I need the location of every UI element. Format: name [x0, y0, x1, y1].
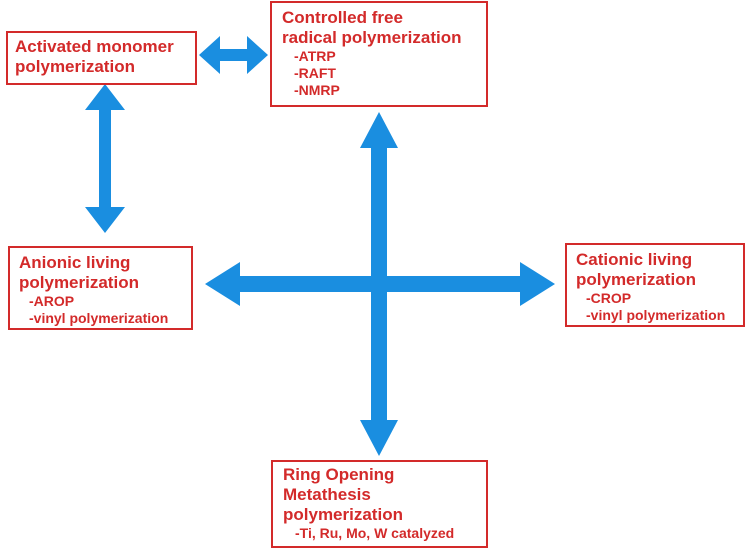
controlled-title-1: Controlled free [282, 8, 403, 27]
arrow-activated-anionic [85, 84, 125, 233]
anionic-title-1: Anionic living [19, 253, 131, 272]
cationic-item-crop: -CROP [586, 290, 632, 306]
box-anionic-living: Anionic living polymerization -AROP -vin… [8, 246, 193, 330]
anionic-title-2: polymerization [19, 273, 139, 292]
activated-title-2: polymerization [15, 57, 135, 76]
cationic-item-vinyl: -vinyl polymerization [586, 307, 726, 323]
romp-title-1: Ring Opening [283, 465, 395, 484]
box-ring-opening-metathesis: Ring Opening Metathesis polymerization -… [271, 460, 488, 548]
controlled-title-2: radical polymerization [282, 28, 462, 47]
box-controlled-radical: Controlled free radical polymerization -… [270, 1, 488, 107]
controlled-item-raft: -RAFT [294, 65, 336, 81]
romp-title-3: polymerization [283, 505, 403, 524]
arrow-controlled-romp [360, 112, 398, 456]
romp-title-2: Metathesis [283, 485, 371, 504]
anionic-item-vinyl: -vinyl polymerization [29, 310, 169, 326]
anionic-item-arop: -AROP [29, 293, 75, 309]
romp-item-catalysts: -Ti, Ru, Mo, W catalyzed [295, 525, 455, 541]
cationic-title-1: Cationic living [576, 250, 693, 269]
box-cationic-living: Cationic living polymerization -CROP -vi… [565, 243, 745, 327]
arrow-activated-controlled [199, 36, 268, 74]
controlled-item-atrp: -ATRP [294, 48, 336, 64]
cationic-title-2: polymerization [576, 270, 696, 289]
controlled-item-nmrp: -NMRP [294, 82, 340, 98]
activated-title-1: Activated monomer [15, 37, 174, 56]
box-activated-monomer: Activated monomer polymerization [6, 31, 197, 85]
